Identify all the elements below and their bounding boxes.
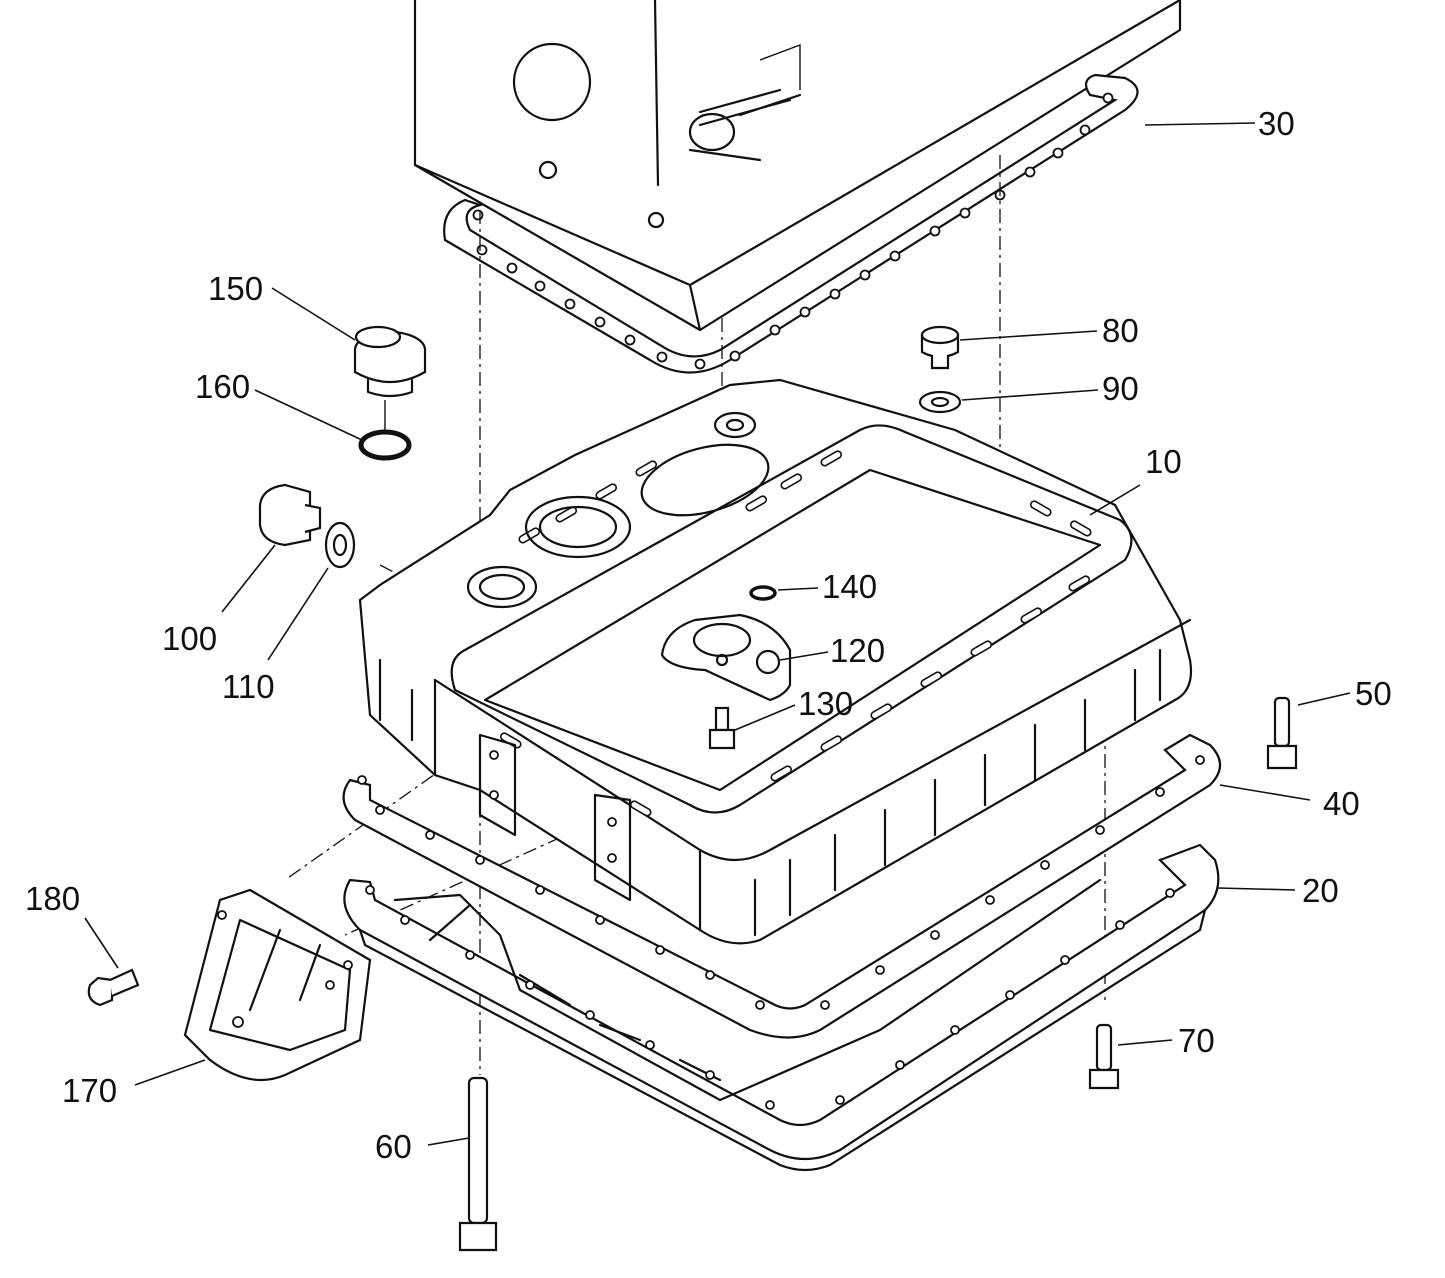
label-part-10: 10 — [1145, 443, 1182, 480]
label-part-100: 100 — [162, 620, 217, 657]
callout-leaders — [84, 122, 1351, 1146]
bolt-60 — [458, 1076, 498, 1252]
label-part-90: 90 — [1102, 370, 1139, 407]
bolt-130 — [708, 706, 736, 750]
bracket-170 — [183, 888, 372, 1082]
label-part-30: 30 — [1258, 105, 1295, 142]
lower-gasket — [342, 733, 1222, 1039]
lower-gasket-holes — [357, 755, 1205, 1010]
label-part-120: 120 — [830, 632, 885, 669]
label-part-110: 110 — [222, 668, 275, 705]
engine-block — [413, 0, 1182, 332]
strainer-120 — [660, 613, 792, 702]
o-ring-140 — [749, 585, 777, 601]
filler-cap-150 — [353, 325, 427, 398]
washer-90-bore — [930, 396, 950, 408]
pan-flange-slots — [499, 450, 1092, 817]
o-ring-160 — [358, 429, 412, 461]
label-part-60: 60 — [375, 1128, 412, 1165]
label-part-20: 20 — [1302, 872, 1339, 909]
callout-labels: 30 150 80 160 90 10 140 100 120 110 50 1… — [25, 105, 1392, 1165]
label-part-170: 170 — [62, 1072, 117, 1109]
label-part-80: 80 — [1102, 312, 1139, 349]
drain-plug-100 — [258, 483, 322, 547]
washer-110-bore — [332, 533, 348, 557]
label-part-180: 180 — [25, 880, 80, 917]
lower-pan-holes — [365, 885, 1175, 1110]
label-part-150: 150 — [208, 270, 263, 307]
oil-pan-lower — [343, 843, 1220, 1172]
bolt-180 — [87, 968, 140, 1007]
label-part-50: 50 — [1355, 675, 1392, 712]
label-part-40: 40 — [1323, 785, 1360, 822]
label-part-70: 70 — [1178, 1022, 1215, 1059]
gasket-bolt-holes — [472, 92, 1114, 370]
label-part-130: 130 — [798, 685, 853, 722]
plug-80 — [920, 325, 960, 370]
label-part-140: 140 — [822, 568, 877, 605]
bolt-50 — [1266, 696, 1298, 770]
bolt-70 — [1088, 1023, 1120, 1090]
label-part-160: 160 — [195, 368, 250, 405]
